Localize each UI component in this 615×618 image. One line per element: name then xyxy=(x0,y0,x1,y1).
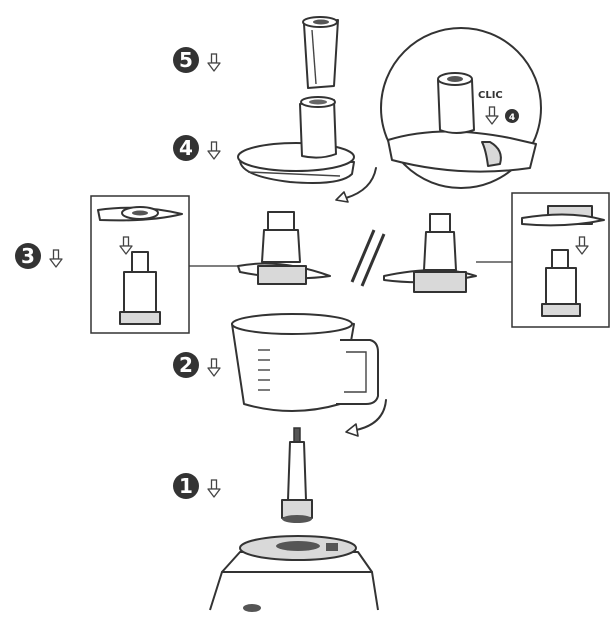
down-arrow-icon xyxy=(49,249,63,268)
processing-bowl xyxy=(231,313,379,412)
blade-option-a-box xyxy=(90,195,190,334)
rotate-arrow-icon xyxy=(335,167,377,203)
step-5-badge: 5 xyxy=(173,47,221,73)
step-4-number: 4 xyxy=(179,136,193,160)
food-pusher xyxy=(302,16,339,89)
down-arrow-icon xyxy=(207,53,221,72)
step-3-badge: 3 xyxy=(15,243,63,269)
drive-shaft xyxy=(281,427,313,523)
blade-option-b-box xyxy=(511,192,610,328)
measurement-scale xyxy=(258,349,270,391)
step-3-number: 3 xyxy=(21,244,35,268)
down-arrow-icon xyxy=(207,358,221,377)
blade-assembly-b xyxy=(383,213,477,293)
step-1-badge: 1 xyxy=(173,473,221,499)
or-separator xyxy=(350,229,386,287)
rotate-arrow-icon xyxy=(345,399,387,437)
clic-step-number: 4 xyxy=(509,113,515,123)
step-5-number: 5 xyxy=(179,48,193,72)
clic-label: CLIC xyxy=(478,90,503,101)
step-2-number: 2 xyxy=(179,353,193,377)
clic-detail-callout: CLIC 4 xyxy=(380,27,542,189)
motor-base xyxy=(209,535,379,612)
blade-assembly-a xyxy=(237,211,331,285)
step-4-badge: 4 xyxy=(173,135,221,161)
step-1-number: 1 xyxy=(179,474,193,498)
down-arrow-icon xyxy=(207,141,221,160)
step-2-badge: 2 xyxy=(173,352,221,378)
down-arrow-icon xyxy=(207,479,221,498)
lid-with-feed-tube xyxy=(237,96,355,184)
